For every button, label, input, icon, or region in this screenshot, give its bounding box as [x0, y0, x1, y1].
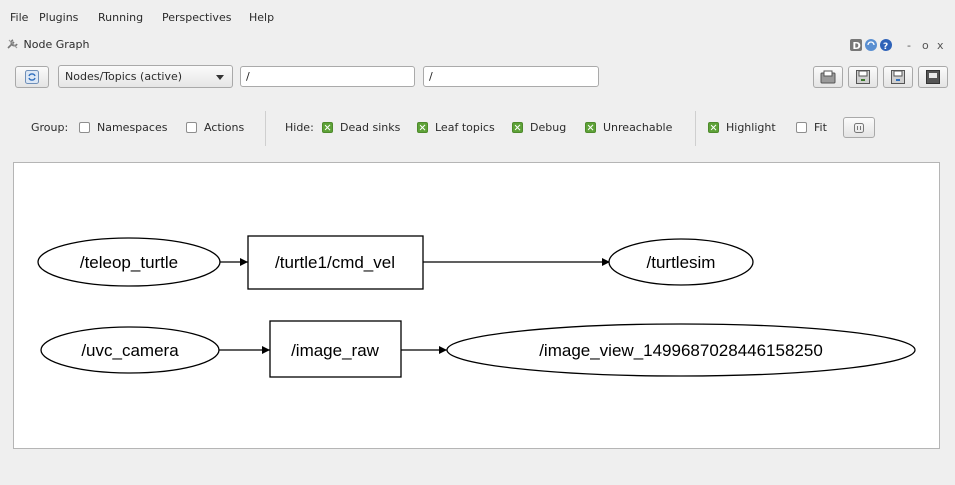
checkbox-checked-icon — [708, 122, 719, 133]
svg-text:?: ? — [883, 42, 888, 52]
load-dot-button[interactable] — [813, 66, 843, 88]
close-button[interactable]: x — [937, 39, 944, 52]
fit-label: Fit — [814, 121, 827, 134]
help-icon: ? — [880, 39, 892, 52]
separator — [265, 111, 266, 146]
chevron-down-icon — [216, 75, 224, 80]
separator — [695, 111, 696, 146]
svg-text:D: D — [853, 41, 861, 52]
debug-checkbox[interactable]: Debug — [512, 121, 566, 134]
node-label: /image_view_1499687028446158250 — [539, 341, 823, 360]
graph-canvas[interactable]: /teleop_turtle /turtle1/cmd_vel /turtles… — [13, 162, 940, 449]
fit-checkbox[interactable]: Fit — [796, 121, 827, 134]
folder-open-icon — [820, 70, 836, 84]
menu-help[interactable]: Help — [249, 11, 275, 24]
highlight-label: Highlight — [726, 121, 776, 134]
debug-label: Debug — [530, 121, 567, 134]
dead-sinks-checkbox[interactable]: Dead sinks — [322, 121, 400, 134]
checkbox-unchecked-icon — [79, 122, 90, 133]
node-label: /uvc_camera — [81, 341, 179, 360]
highlight-checkbox[interactable]: Highlight — [708, 121, 776, 134]
node-teleop-turtle[interactable]: /teleop_turtle — [37, 237, 221, 287]
menu-plugins[interactable]: Plugins — [39, 11, 79, 24]
unreachable-label: Unreachable — [603, 121, 673, 134]
node-turtlesim[interactable]: /turtlesim — [608, 238, 754, 286]
checkbox-checked-icon — [322, 122, 333, 133]
topic-label: /image_raw — [291, 341, 380, 360]
save-dot-icon — [856, 70, 870, 84]
checkbox-checked-icon — [585, 122, 596, 133]
plugin-title: Node Graph — [23, 38, 90, 51]
namespaces-label: Namespaces — [97, 121, 168, 134]
leaf-topics-checkbox[interactable]: Leaf topics — [417, 121, 495, 134]
save-svg-button[interactable] — [883, 66, 913, 88]
menu-perspectives[interactable]: Perspectives — [162, 11, 232, 24]
reload-icon — [865, 39, 877, 51]
topic-filter-input[interactable]: / — [423, 66, 599, 87]
menu-running[interactable]: Running — [98, 11, 144, 24]
checkbox-checked-icon — [512, 122, 523, 133]
fit-in-view-icon — [854, 122, 864, 133]
menu-file[interactable]: File — [10, 11, 29, 24]
leaf-topics-label: Leaf topics — [435, 121, 495, 134]
actions-label: Actions — [204, 121, 245, 134]
node-label: /teleop_turtle — [80, 253, 178, 272]
topic-turtle1-cmd-vel[interactable]: /turtle1/cmd_vel — [247, 235, 424, 290]
checkbox-unchecked-icon — [186, 122, 197, 133]
checkbox-unchecked-icon — [796, 122, 807, 133]
node-filter-input[interactable]: / — [240, 66, 415, 87]
refresh-icon — [25, 70, 39, 84]
node-label: /turtlesim — [647, 253, 716, 272]
graph-type-select[interactable]: Nodes/Topics (active) — [58, 65, 233, 88]
hide-label: Hide: — [285, 121, 314, 134]
save-image-icon — [926, 70, 940, 84]
node-image-view[interactable]: /image_view_1499687028446158250 — [446, 323, 916, 377]
wrench-icon — [6, 38, 20, 50]
save-dot-button[interactable] — [848, 66, 878, 88]
save-svg-icon — [891, 70, 905, 84]
graph-type-label: Nodes/Topics (active) — [65, 70, 183, 83]
group-label: Group: — [31, 121, 69, 134]
checkbox-checked-icon — [417, 122, 428, 133]
node-uvc-camera[interactable]: /uvc_camera — [40, 326, 220, 374]
graph-svg: /teleop_turtle /turtle1/cmd_vel /turtles… — [37, 235, 916, 378]
topic-label: /turtle1/cmd_vel — [275, 253, 395, 272]
restore-button[interactable]: o — [922, 39, 929, 52]
minimize-button[interactable]: - — [907, 39, 911, 52]
refresh-button[interactable] — [15, 66, 49, 88]
save-image-button[interactable] — [918, 66, 948, 88]
dock-icons: D ? — [850, 38, 898, 55]
namespaces-checkbox[interactable]: Namespaces — [79, 121, 167, 134]
dead-sinks-label: Dead sinks — [340, 121, 401, 134]
d-icon: D — [850, 39, 862, 52]
actions-checkbox[interactable]: Actions — [186, 121, 244, 134]
topic-image-raw[interactable]: /image_raw — [269, 320, 402, 378]
unreachable-checkbox[interactable]: Unreachable — [585, 121, 672, 134]
fit-in-view-button[interactable] — [843, 117, 875, 138]
plugin-title-bar: Node Graph — [6, 38, 89, 51]
